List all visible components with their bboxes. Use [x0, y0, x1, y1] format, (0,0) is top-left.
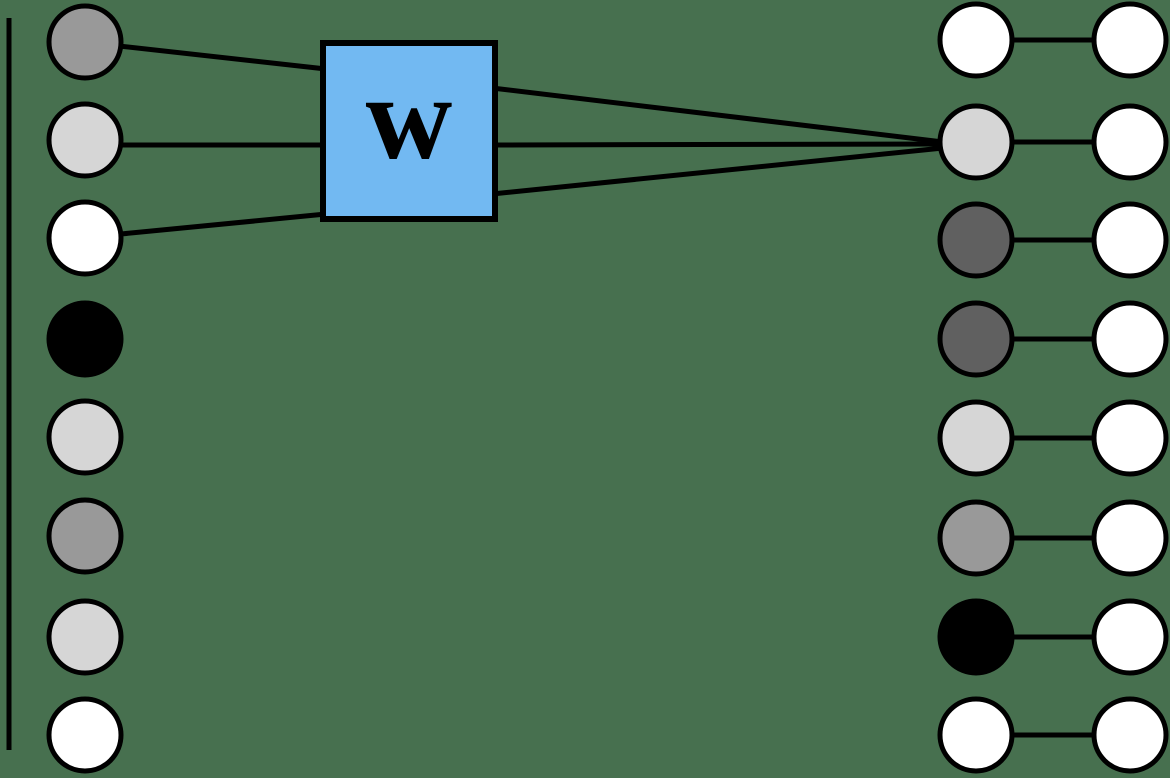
input-node-1 [46, 101, 124, 179]
feature-node-7 [937, 696, 1015, 774]
output-node-0 [1091, 1, 1169, 79]
feature-node-3 [937, 300, 1015, 378]
feature-node-0 [937, 1, 1015, 79]
output-node-2 [1091, 201, 1169, 279]
feature-node-1 [937, 103, 1015, 181]
feature-node-6 [937, 598, 1015, 676]
input-node-3 [46, 300, 124, 378]
output-node-4 [1091, 399, 1169, 477]
output-node-7 [1091, 696, 1169, 774]
input-node-6 [46, 598, 124, 676]
edge-input-to-weight-0 [118, 43, 327, 72]
edge-weight-to-output-1 [491, 141, 944, 148]
input-node-2 [46, 199, 124, 277]
input-node-5 [46, 497, 124, 575]
edge-weight-to-output-2 [491, 145, 944, 197]
input-node-4 [46, 398, 124, 476]
feature-node-2 [937, 201, 1015, 279]
edge-input-to-weight-2 [120, 211, 327, 237]
output-node-1 [1091, 103, 1169, 181]
output-node-5 [1091, 499, 1169, 577]
output-node-6 [1091, 598, 1169, 676]
input-node-7 [46, 696, 124, 774]
input-node-0 [46, 3, 124, 81]
weight-box-label: w [366, 51, 453, 184]
feature-node-4 [937, 399, 1015, 477]
output-node-3 [1091, 300, 1169, 378]
edge-weight-to-output-0 [491, 85, 944, 145]
feature-node-5 [937, 499, 1015, 577]
weight-box [320, 40, 498, 222]
